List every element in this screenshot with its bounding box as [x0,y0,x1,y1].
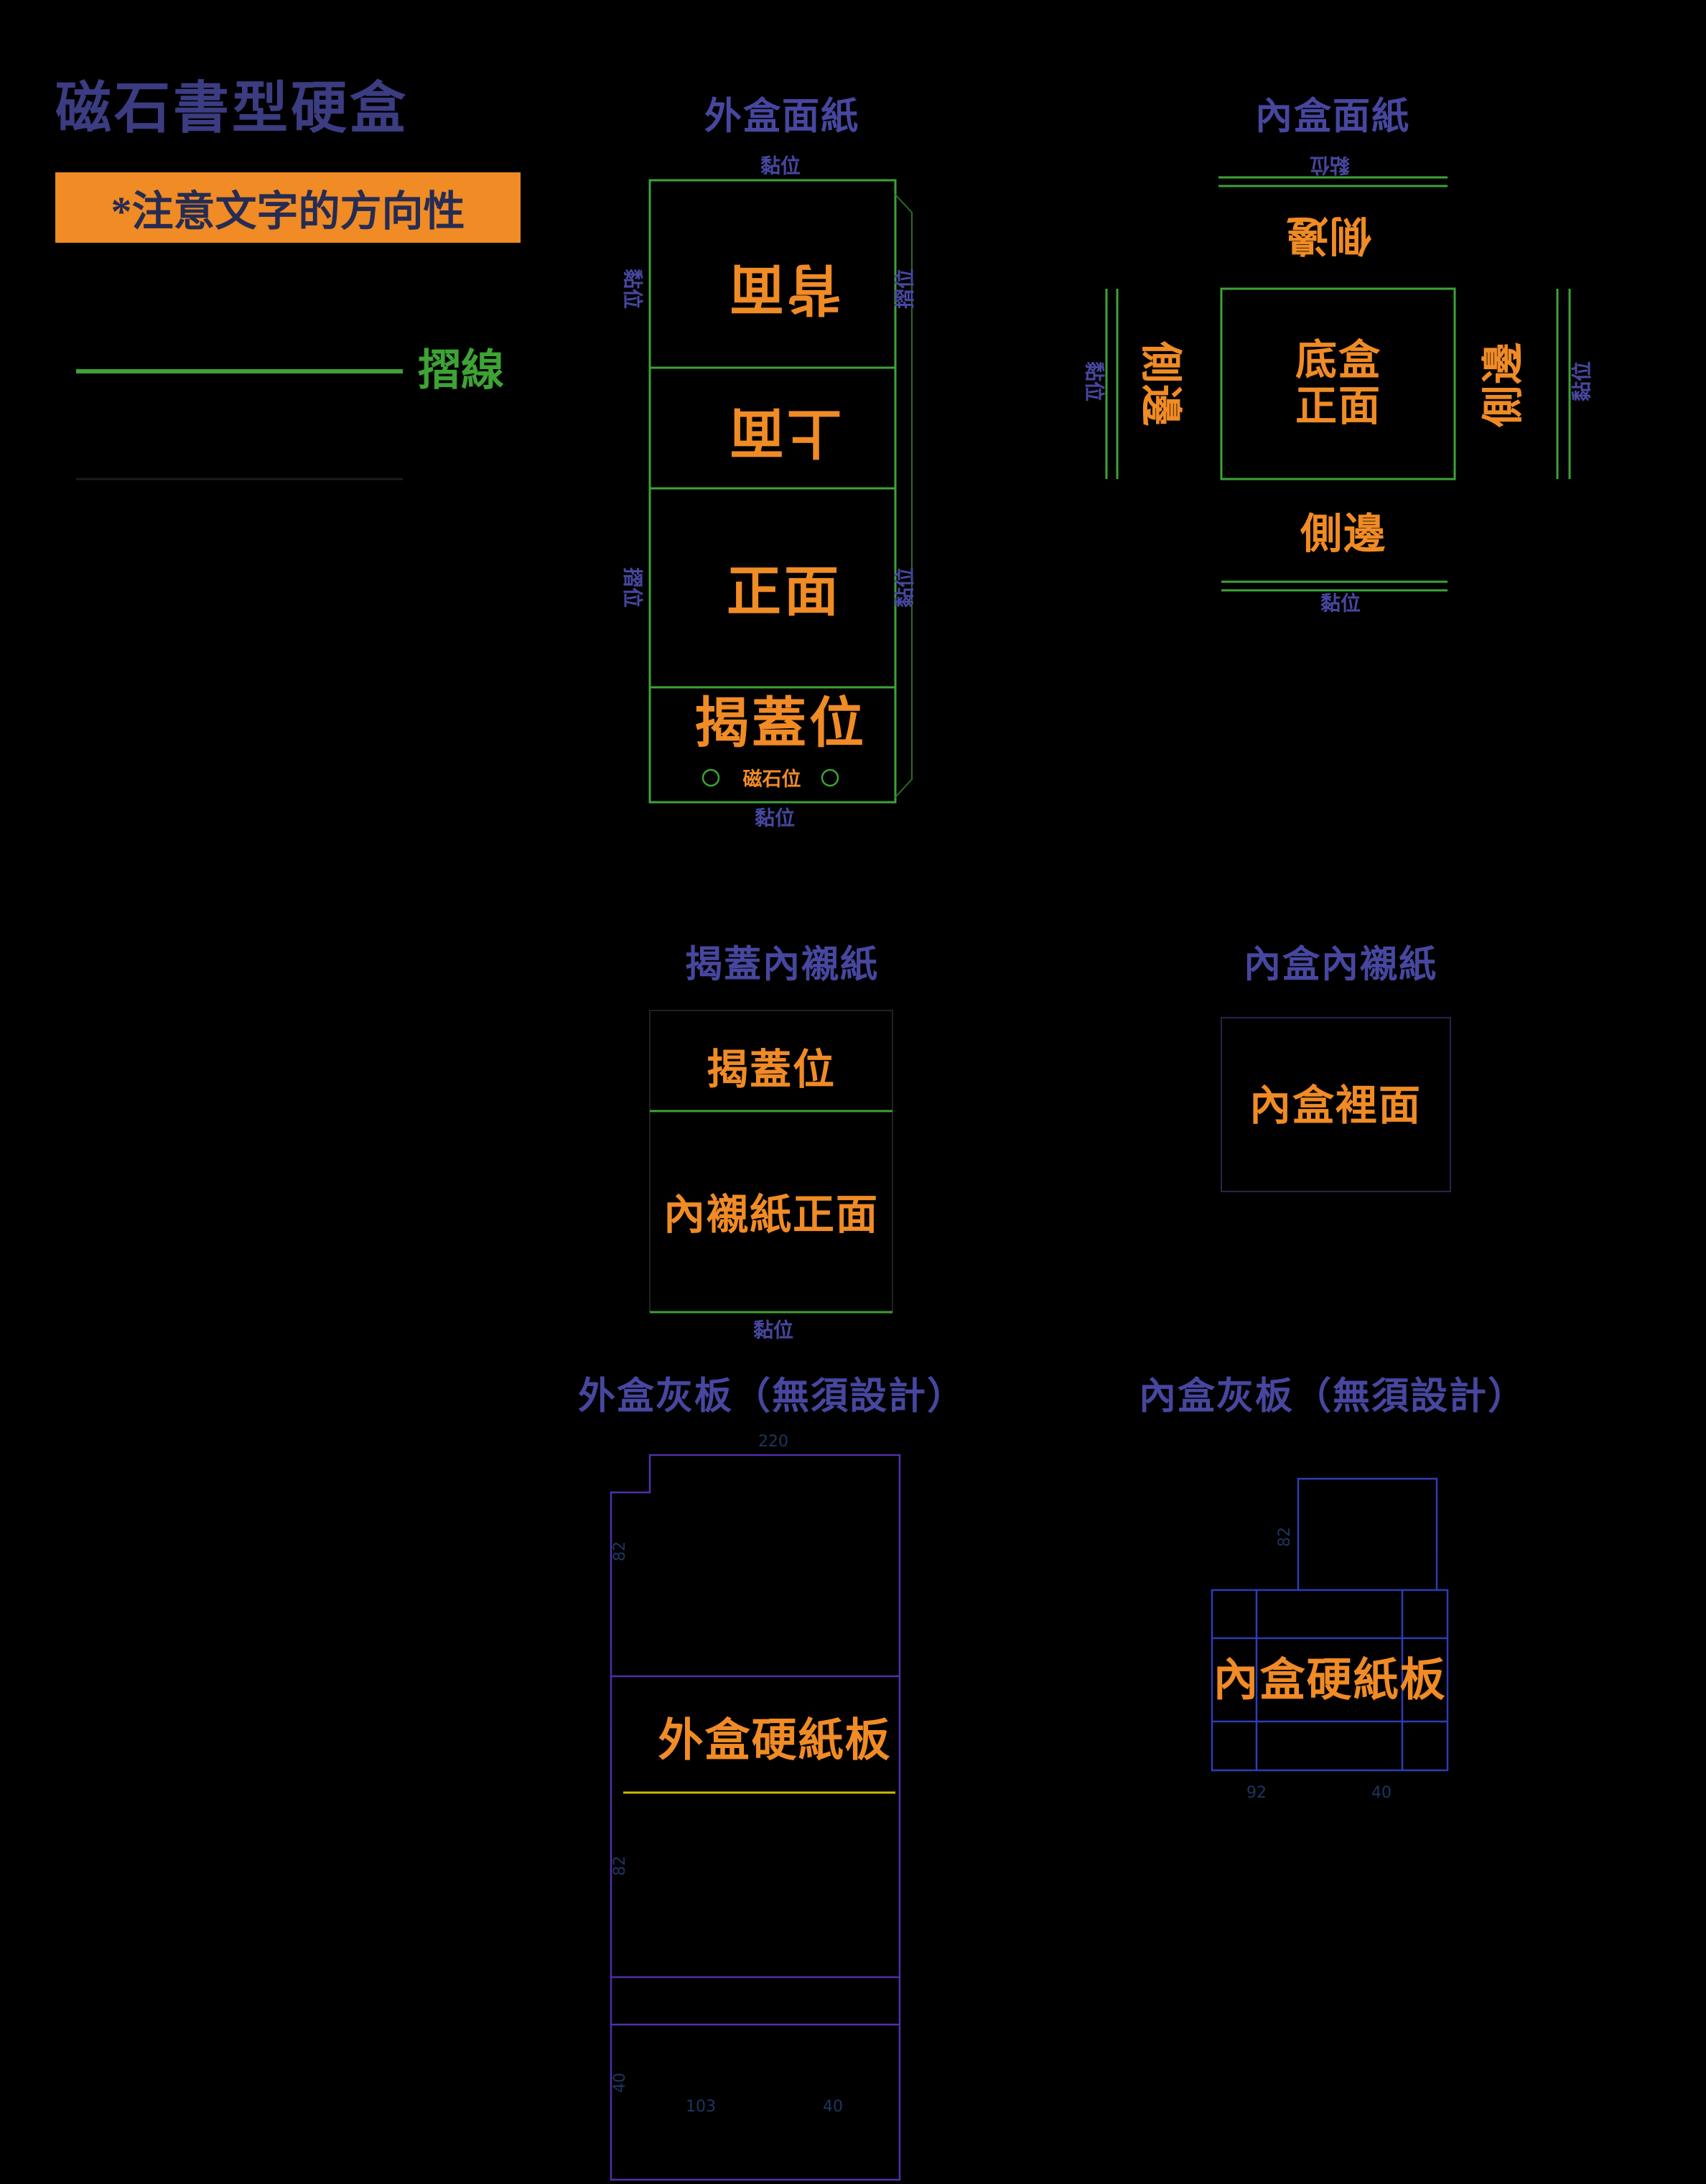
outer-board-outline [610,1454,901,2181]
outer-face-fold-left-label: 摺位 [620,567,643,608]
outer-face-back-panel-label: 背面 [727,257,842,318]
inner-board-label: 內盒硬紙板 [1213,1655,1447,1706]
outer-board-dim-left-1: 82 [610,1541,629,1561]
inner-board-dim-top: 82 [1275,1527,1294,1547]
outer-face-glue-right-label: 黏位 [894,567,917,608]
inner-face-dieline [1105,176,1571,592]
inner-face-glue-bottom-label: 黏位 [1320,593,1361,615]
lid-liner-cut-edges [649,1010,893,1312]
lid-liner-glue-label: 黏位 [752,1319,794,1342]
inner-board-title: 內盒灰板（無須設計） [1138,1376,1527,1418]
outer-face-title: 外盒面紙 [704,96,860,138]
inner-face-base-line2: 正面 [1295,383,1382,429]
inner-face-glue-right-label: 黏位 [1571,361,1594,402]
outer-face-glue-bottom-label: 黏位 [754,807,796,830]
outer-board-dim-bottom-1: 103 [686,2097,716,2116]
outer-face-lid-flap-label: 揭蓋位 [694,694,867,755]
inner-face-glue-top-label: 黏位 [1309,153,1351,176]
inner-face-base-label: 底盒 正面 [1295,338,1381,429]
outer-board-dim-top: 220 [758,1432,788,1451]
magnet-position-label: 磁石位 [742,768,801,791]
inner-liner-outline [1221,1017,1451,1192]
outer-face-dieline [648,179,897,804]
inner-face-side-bottom-label: 側邊 [1300,511,1387,558]
inner-board-dim-bottom-2: 40 [1371,1783,1392,1802]
inner-face-side-top-label: 側邊 [1285,211,1372,259]
inner-board-dim-bottom-1: 92 [1246,1783,1267,1802]
outer-board-dim-left-2: 82 [610,1856,629,1876]
outer-face-glue-top-label: 黏位 [760,155,801,178]
outer-board-dim-left-3: 40 [610,2073,629,2093]
outer-board-dim-bottom-2: 40 [823,2097,843,2116]
magnet-hole-left [701,768,720,787]
outer-board-title: 外盒灰板（無須設計） [577,1376,966,1418]
lid-liner-fold-lines [650,1110,892,1314]
lid-liner-flap-label: 揭蓋位 [706,1046,836,1094]
inner-face-side-right-label: 側邊 [1480,340,1527,428]
inner-face-glue-left-label: 黏位 [1082,361,1105,402]
outer-board-label: 外盒硬紙板 [658,1715,892,1766]
magnet-hole-right [821,768,839,787]
fold-line-legend-label: 摺線 [418,347,504,394]
inner-face-base-line1: 底盒 [1295,337,1382,384]
lid-liner-front-label: 內襯紙正面 [663,1191,880,1239]
lid-liner-title: 揭蓋內襯紙 [684,944,880,986]
page-title: 磁石書型硬盒 [55,77,409,139]
outer-face-top-panel-label: 上面 [727,401,842,462]
orientation-note-text: *注意文字的方向性 [111,188,465,235]
outer-face-glue-flap [895,194,913,798]
inner-liner-inside-label: 內盒裡面 [1249,1082,1422,1130]
inner-board-outline [1211,1477,1449,1772]
inner-face-title: 內盒面紙 [1254,96,1411,138]
outer-face-front-panel-label: 正面 [727,562,842,623]
outer-face-glue-left-label: 黏位 [620,268,643,310]
outer-face-fold-right-label: 摺位 [894,268,917,310]
inner-face-side-left-label: 側邊 [1137,340,1184,428]
orientation-note: *注意文字的方向性 [55,172,521,243]
inner-liner-title: 內盒內襯紙 [1243,944,1438,986]
